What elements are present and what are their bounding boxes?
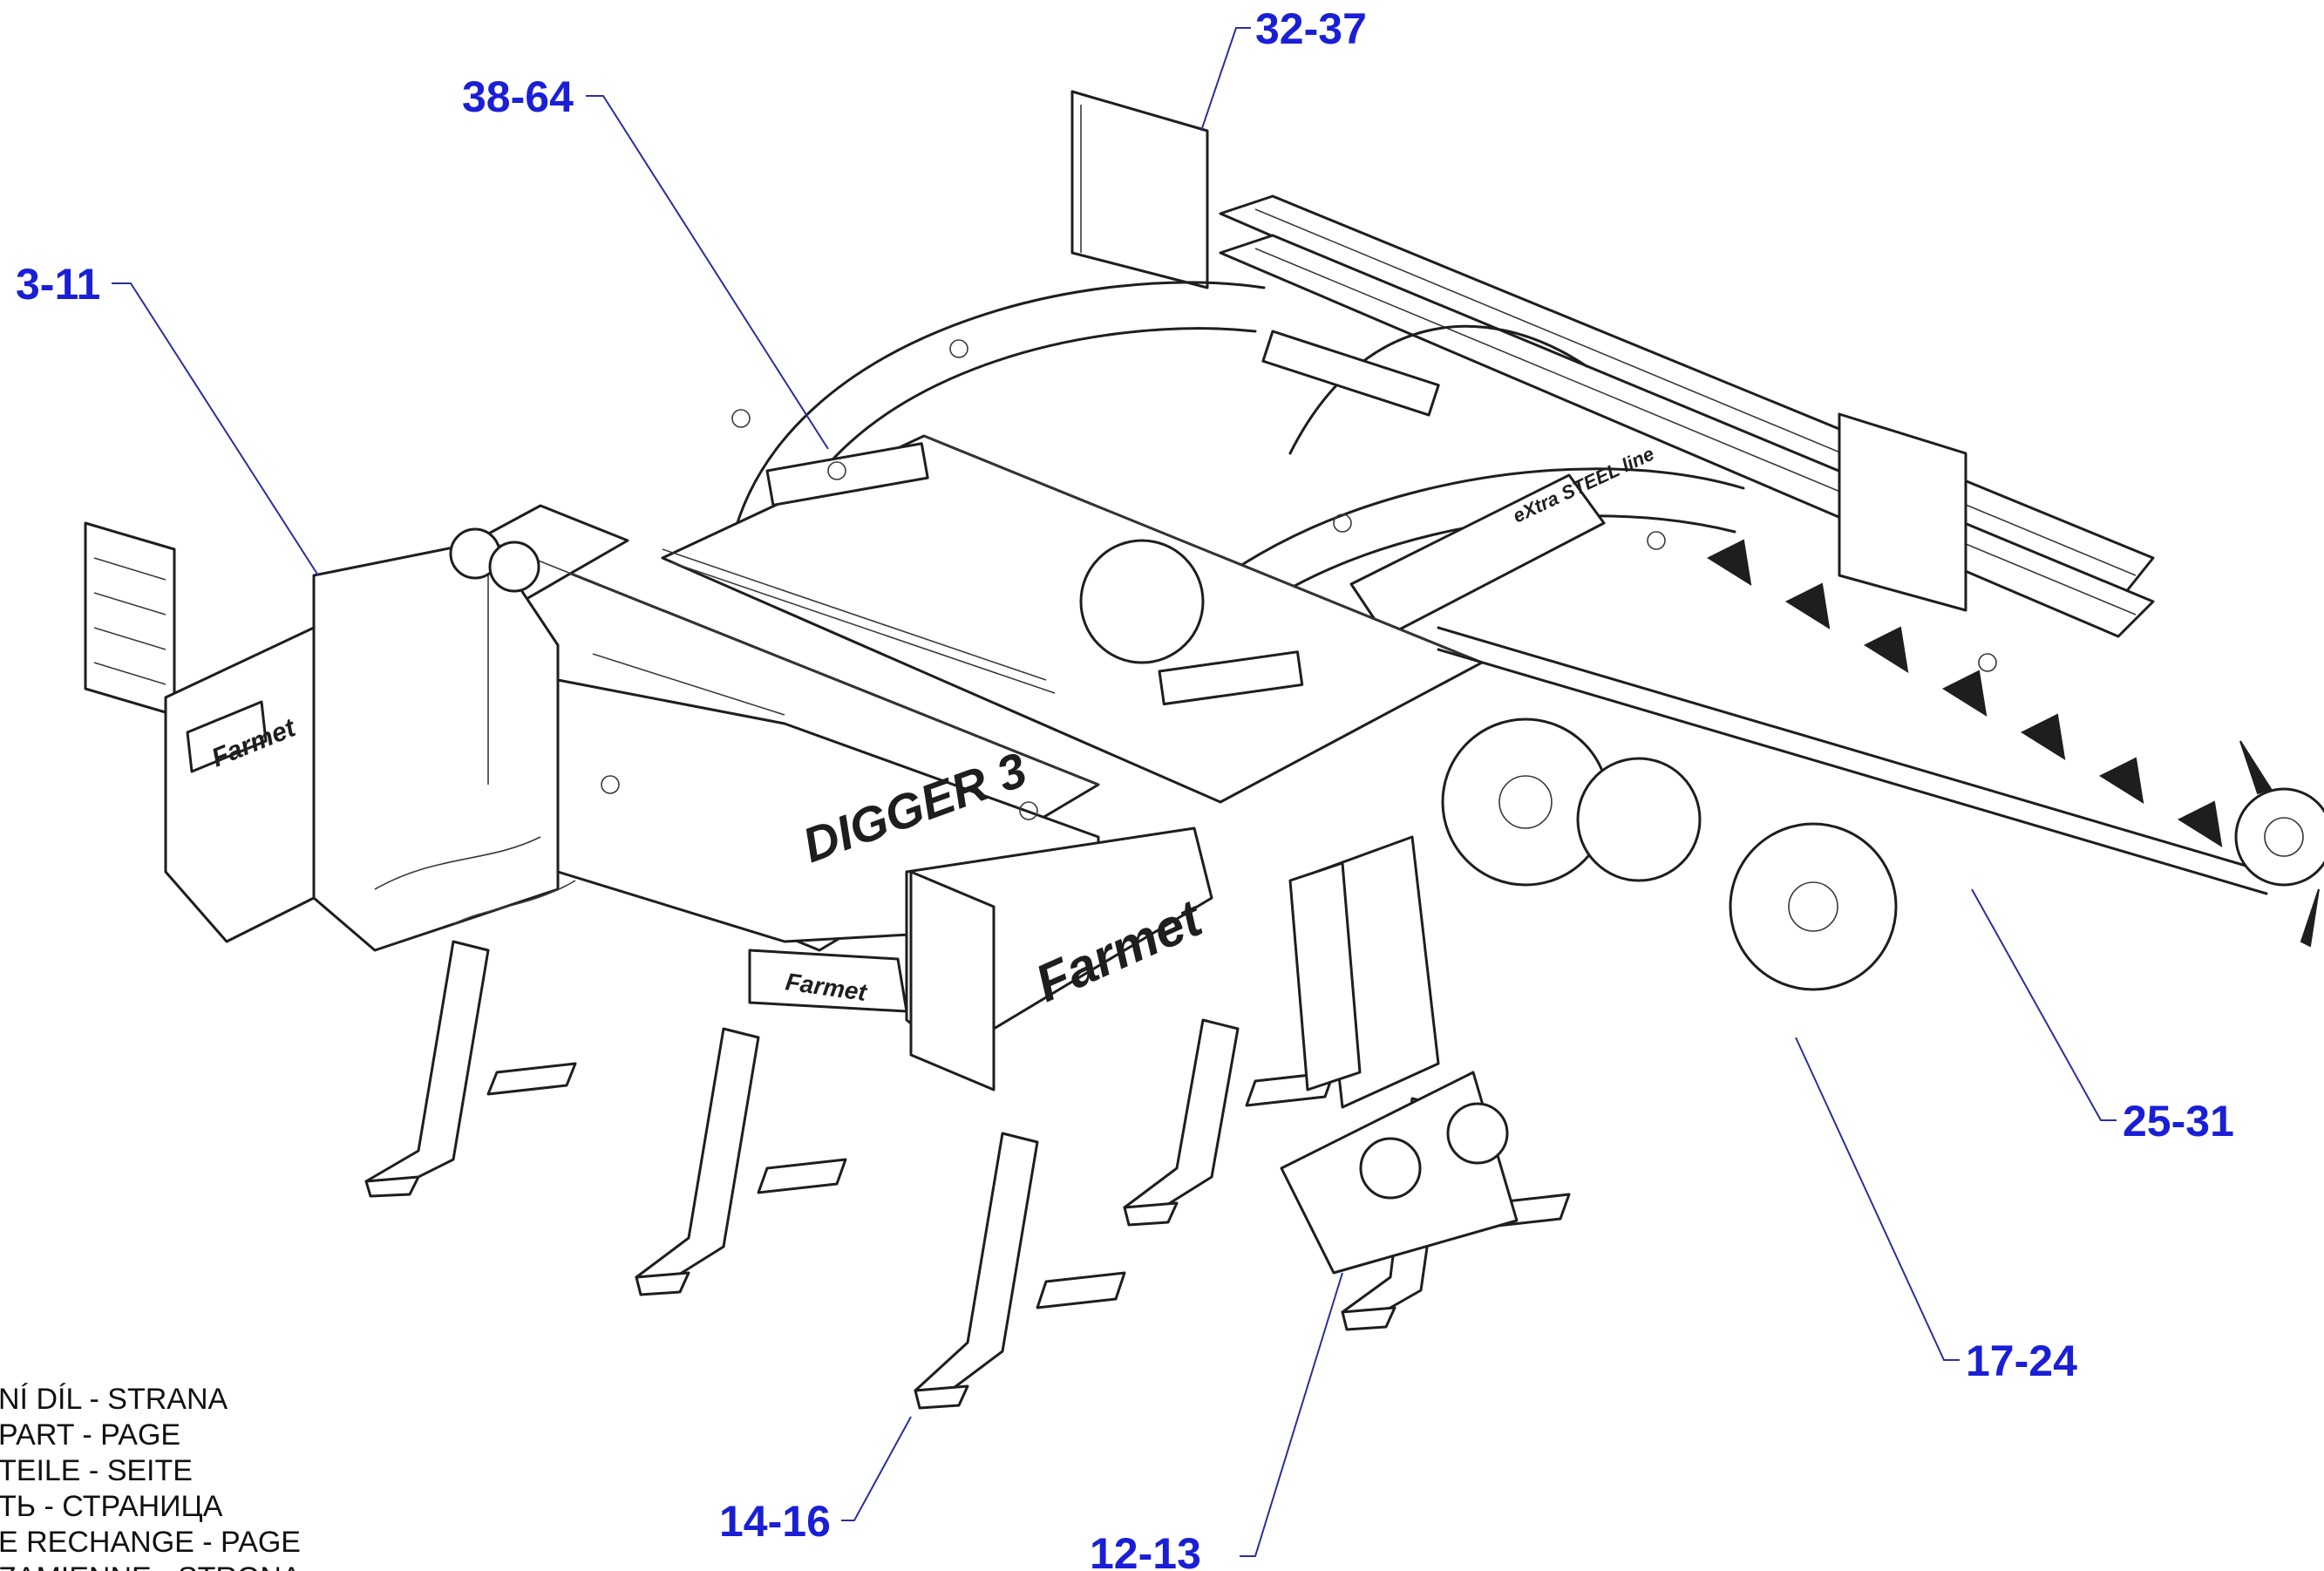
leader-3-11: [112, 282, 319, 576]
legend-line-ru: ТЬ - СТРАНИЦА: [0, 1490, 223, 1523]
upright-plates: [84, 90, 1967, 717]
leader-14-16: [841, 1416, 912, 1521]
callout-14-16: 14-16: [719, 1497, 831, 1546]
toothed-discs: [1079, 539, 1898, 991]
callout-32-37: 32-37: [1255, 4, 1367, 53]
tine-1: [364, 940, 577, 1198]
legend-line-de: TEILE - SEITE: [0, 1454, 193, 1487]
callout-labels: 32-37 38-64 3-11 25-31 17-24 14-16 12-13: [16, 4, 2234, 1571]
callout-25-31: 25-31: [2123, 1097, 2234, 1146]
depth-bracket-plate: [1280, 835, 1519, 1275]
callout-38-64: 38-64: [462, 72, 574, 121]
rear-packer-roller: [1437, 539, 2324, 948]
legend-line-fr: E RECHANGE - PAGE: [0, 1526, 301, 1559]
callout-leaders: [112, 27, 2117, 1557]
machine-illustration: eXtra STEEL line Farmet DIGGER 3: [84, 90, 2324, 1410]
hydraulic-lines: [374, 548, 1056, 925]
callout-3-11: 3-11: [16, 260, 100, 309]
callout-17-24: 17-24: [1966, 1336, 2077, 1385]
rear-roller-frame: [1219, 194, 2155, 638]
bolt-details: [601, 339, 1997, 820]
leader-17-24: [1795, 1037, 1960, 1361]
tine-2: [635, 1027, 847, 1296]
leader-12-13: [1240, 1272, 1343, 1557]
legend-line-pl: ZAMIENNE - STRONA: [0, 1561, 302, 1571]
callout-12-13: 12-13: [1090, 1529, 1201, 1571]
language-legend: NÍ DÍL - STRANA PART - PAGE TEILE - SEIT…: [0, 1383, 302, 1571]
leader-32-37: [1200, 27, 1251, 132]
tine-3: [914, 1132, 1126, 1410]
headstock: Farmet: [164, 527, 560, 952]
leader-38-64: [586, 95, 829, 450]
warning-board-front: [909, 870, 996, 1092]
legend-line-cz: NÍ DÍL - STRANA: [0, 1383, 228, 1416]
legend-line-en: PART - PAGE: [0, 1418, 180, 1452]
leader-25-31: [1971, 888, 2117, 1121]
